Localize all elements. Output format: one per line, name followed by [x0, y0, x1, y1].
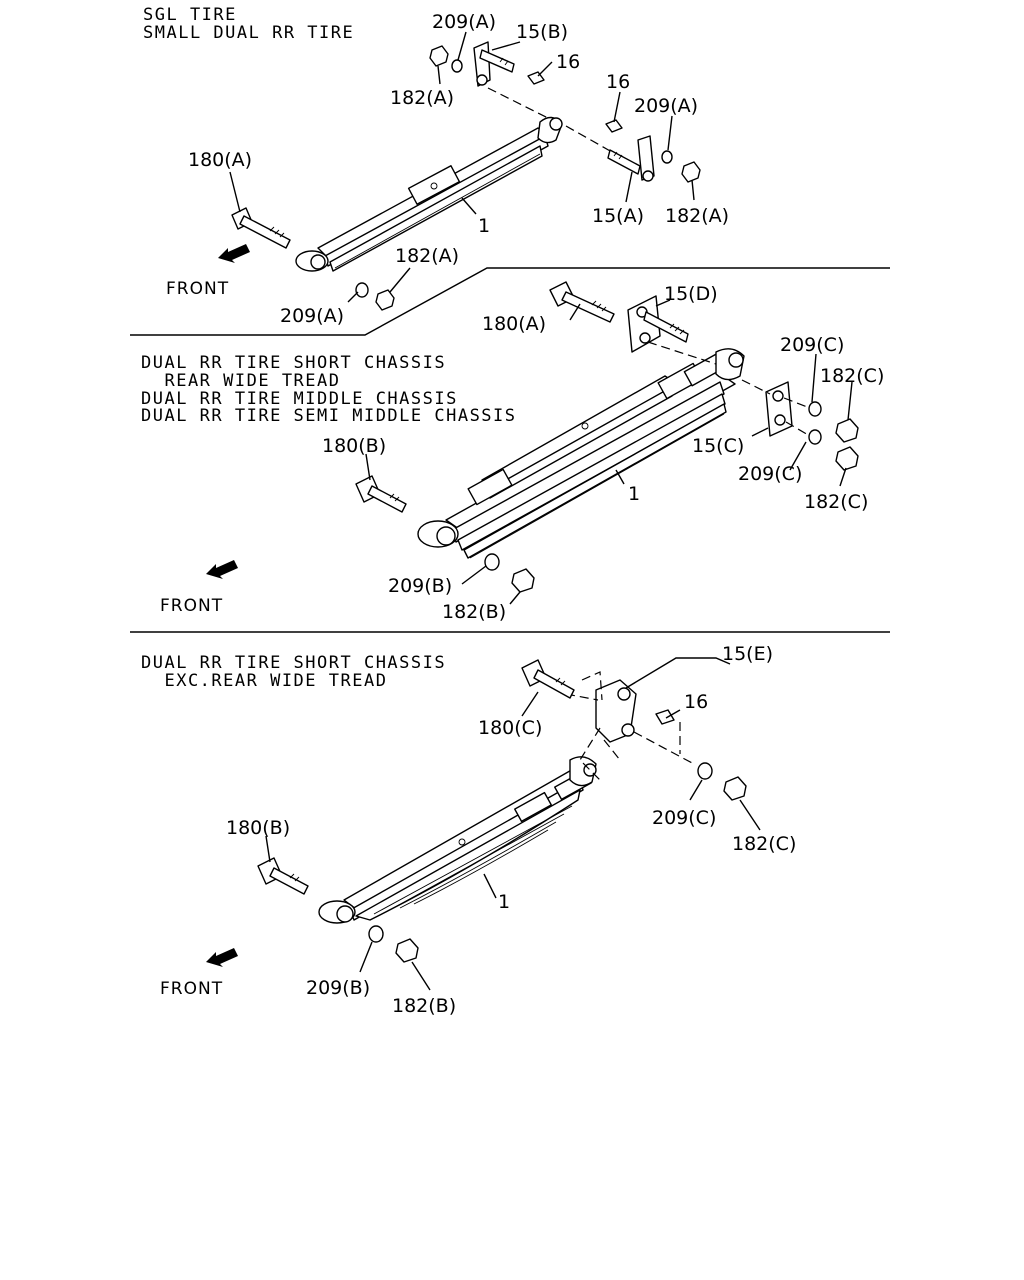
- front-label: FRONT: [160, 979, 223, 999]
- callout-label: 1: [478, 215, 490, 237]
- bushing: [605, 119, 623, 133]
- leaf-spring: [318, 756, 597, 924]
- callout-label: 15(C): [692, 435, 744, 457]
- callout-label: 182(A): [395, 245, 459, 267]
- callout-label: 1: [628, 483, 640, 505]
- nut: [511, 568, 535, 593]
- callout-label: 180(B): [322, 435, 386, 457]
- bolt: [257, 857, 309, 895]
- callout-label: 182(A): [390, 87, 454, 109]
- shackle-bracket: [627, 295, 689, 353]
- washer: [355, 282, 369, 298]
- callout-label: 182(B): [442, 601, 506, 623]
- washer: [808, 401, 822, 417]
- bolt: [231, 207, 291, 249]
- washer: [661, 150, 673, 164]
- callout-label: 15(E): [722, 643, 773, 665]
- bolt: [549, 281, 615, 323]
- callout-label: 16: [684, 691, 708, 713]
- callout-label: 209(B): [306, 977, 370, 999]
- callout-label: 15(D): [664, 283, 718, 305]
- shackle-bracket: [765, 381, 793, 437]
- condition-text: EXC.REAR WIDE TREAD: [141, 671, 387, 691]
- section-1: SGL TIRE SMALL DUAL RR TIRE: [143, 5, 729, 327]
- washer: [697, 762, 713, 780]
- front-arrow-icon: [206, 948, 238, 967]
- washer: [808, 429, 822, 445]
- callout-label: 180(A): [188, 149, 252, 171]
- callout-label: 182(C): [732, 833, 796, 855]
- front-arrow-icon: [218, 244, 250, 263]
- condition-text: DUAL RR TIRE SEMI MIDDLE CHASSIS: [141, 406, 517, 426]
- nut: [375, 289, 395, 311]
- condition-text: DUAL RR TIRE MIDDLE CHASSIS: [141, 389, 458, 409]
- callout-label: 209(C): [738, 463, 802, 485]
- bolt: [521, 659, 575, 699]
- shackle: [607, 135, 655, 182]
- callout-label: 180(B): [226, 817, 290, 839]
- washer: [368, 925, 384, 943]
- nut: [723, 776, 747, 801]
- callout-label: 182(C): [804, 491, 868, 513]
- callout-label: 15(A): [592, 205, 644, 227]
- front-arrow-icon: [206, 560, 238, 579]
- section-divider-1: [130, 267, 890, 336]
- bolt: [355, 475, 407, 513]
- callout-label: 209(C): [652, 807, 716, 829]
- callout-label: 209(B): [388, 575, 452, 597]
- callout-label: 209(A): [432, 11, 496, 33]
- callout-label: 182(B): [392, 995, 456, 1017]
- hanger-bracket: [579, 671, 637, 781]
- condition-text: DUAL RR TIRE SHORT CHASSIS: [141, 353, 446, 373]
- nut: [835, 446, 859, 471]
- nut: [429, 45, 449, 67]
- section-3: DUAL RR TIRE SHORT CHASSIS EXC.REAR WIDE…: [141, 643, 796, 1017]
- callout-label: 209(C): [780, 334, 844, 356]
- condition-text: REAR WIDE TREAD: [141, 371, 341, 391]
- washer: [484, 553, 500, 571]
- leaf-spring: [417, 348, 745, 559]
- callout-label: 15(B): [516, 21, 568, 43]
- section-2: DUAL RR TIRE SHORT CHASSIS REAR WIDE TRE…: [141, 281, 884, 623]
- callout-label: 16: [556, 51, 580, 73]
- nut: [835, 418, 859, 443]
- callout-label: 182(C): [820, 365, 884, 387]
- callout-label: 180(C): [478, 717, 542, 739]
- leaf-spring: [295, 116, 563, 272]
- condition-text: SMALL DUAL RR TIRE: [143, 23, 354, 43]
- callout-label: 209(A): [280, 305, 344, 327]
- callout-label: 180(A): [482, 313, 546, 335]
- callout-label: 209(A): [634, 95, 698, 117]
- callout-label: 182(A): [665, 205, 729, 227]
- washer: [451, 59, 463, 73]
- nut: [395, 938, 419, 963]
- front-label: FRONT: [166, 279, 229, 299]
- nut: [681, 161, 701, 183]
- shackle: [473, 41, 515, 87]
- bushing: [655, 709, 675, 725]
- front-label: FRONT: [160, 596, 223, 616]
- callout-label: 16: [606, 71, 630, 93]
- condition-text: DUAL RR TIRE SHORT CHASSIS: [141, 653, 446, 673]
- callout-label: 1: [498, 891, 510, 913]
- condition-text: SGL TIRE: [143, 5, 237, 25]
- bushing: [527, 71, 545, 85]
